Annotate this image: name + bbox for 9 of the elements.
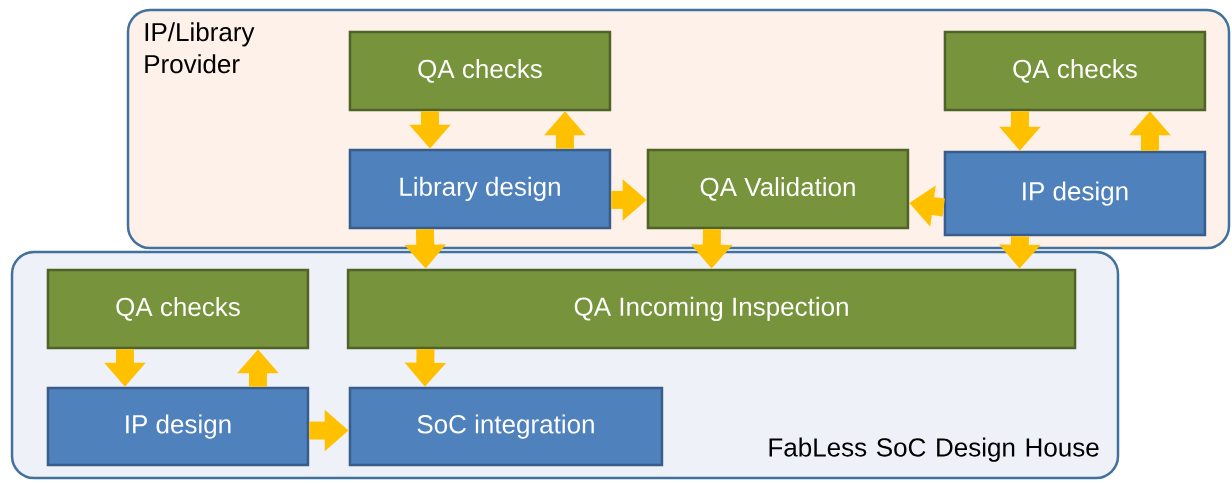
process-box: QA checks [943,30,1207,112]
process-box: QA Validation [646,148,910,230]
process-box: IP design [46,386,310,467]
process-box: QA Incoming Inspection [346,268,1077,350]
process-box: QA checks [46,268,310,350]
process-box: IP design [943,150,1207,237]
process-box: QA checks [348,30,612,112]
process-box: SoC integration [348,386,664,467]
process-box: Library design [348,148,612,230]
